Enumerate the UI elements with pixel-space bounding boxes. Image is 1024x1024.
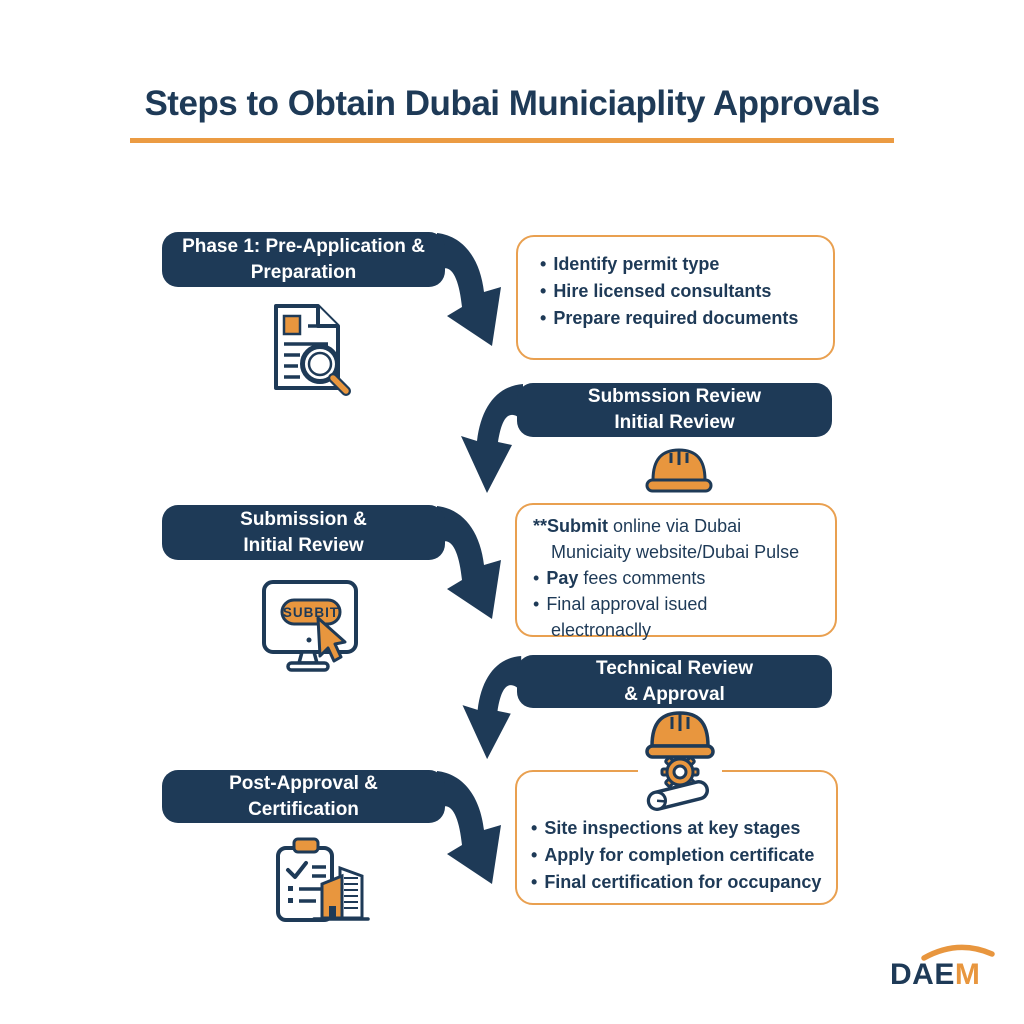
banner-line: Submssion Review xyxy=(587,386,762,407)
bullet-icon: • xyxy=(533,568,540,588)
list-item: • Final certification for occupancy xyxy=(531,869,836,896)
hard-hat-icon xyxy=(645,711,715,759)
list-item-text: Pay xyxy=(546,568,579,588)
computer-submit-icon: SUBBIT xyxy=(262,580,358,672)
banner-line: Certification xyxy=(248,798,359,820)
bullet-icon: • xyxy=(540,254,547,274)
banner-line: Preparation xyxy=(250,261,357,283)
banner-line: Phase 1: Pre-Application & xyxy=(182,235,425,257)
flow-arrow-3 xyxy=(437,506,501,619)
list-item-text: online via Dubai Municiaity website/Duba… xyxy=(551,516,800,562)
logo-swoosh-icon xyxy=(921,944,995,961)
submit-button-label: SUBBIT xyxy=(283,605,339,620)
bullet-icon: • xyxy=(531,872,538,892)
logo-text-dark: DAE xyxy=(890,958,955,991)
submit-button xyxy=(280,598,342,626)
flow-arrow-2 xyxy=(461,384,523,493)
list-item-text: fees comments xyxy=(578,568,706,588)
banner-post-approval: Post-Approval & Certification xyxy=(162,770,445,823)
list-item: • Hire licensed consultants xyxy=(540,278,825,305)
buildings-icon xyxy=(312,865,370,921)
bullet-icon: • xyxy=(531,818,538,838)
bullet-icon: • xyxy=(540,308,547,328)
document-search-icon xyxy=(274,304,351,396)
bullet-icon: • xyxy=(531,845,538,865)
clipboard-building-icon xyxy=(276,837,370,922)
flow-arrow-1 xyxy=(437,233,501,346)
banner-submission-review: Submssion Review Initial Review xyxy=(517,383,832,437)
detail-box-pre-application: • Identify permit type • Hire licensed cons… xyxy=(516,235,835,360)
hard-hat-gear-blueprint-icon xyxy=(638,711,722,811)
logo-text: DAEM xyxy=(890,958,980,992)
flow-arrow-4 xyxy=(462,655,522,760)
banner-line: Post-Approval & xyxy=(229,772,378,794)
gear-icon xyxy=(660,752,700,792)
logo-text-accent: M xyxy=(954,958,981,991)
list-item-text: Hire licensed consultants xyxy=(553,281,772,301)
list-item: • Site inspections at key stages xyxy=(531,815,836,842)
list-item-text: Prepare required documents xyxy=(553,308,799,328)
list-item-text: **Submit xyxy=(533,516,609,536)
list-item-text: Identify permit type xyxy=(553,254,720,274)
list-item: • Identify permit type xyxy=(540,251,825,278)
list-item: • Prepare required documents xyxy=(540,305,825,332)
title-underline xyxy=(130,138,894,143)
banner-phase1-pre-application: Phase 1: Pre-Application & Preparation xyxy=(162,232,445,287)
list-item-text: Apply for completion certificate xyxy=(544,845,815,865)
banner-line: Submission & xyxy=(240,508,367,530)
banner-line: Initial Review xyxy=(614,412,735,433)
hard-hat-icon xyxy=(645,448,713,493)
detail-box-submission: **Submit online via Dubai Municiaity web… xyxy=(515,503,837,640)
cursor-icon xyxy=(316,616,347,663)
page-title: Steps to Obtain Dubai Municiaplity Appro… xyxy=(144,84,880,123)
list-item: **Submit online via Dubai Municiaity web… xyxy=(533,513,829,565)
banner-line: Initial Review xyxy=(243,534,364,556)
list-item: • Pay fees comments xyxy=(533,565,829,591)
banner-technical-review: Technical Review & Approval xyxy=(517,655,832,708)
banner-line: & Approval xyxy=(624,683,725,705)
daem-logo: DAEM xyxy=(890,936,1000,994)
list-item: • Final approval isued electronaclly xyxy=(533,591,829,643)
list-item-text: Site inspections at key stages xyxy=(544,818,801,838)
bullet-icon: • xyxy=(540,281,547,301)
flow-arrow-5 xyxy=(437,771,501,884)
banner-submission-initial-review: Submission & Initial Review xyxy=(162,505,445,560)
checkmark-icon xyxy=(286,861,308,879)
banner-line: Technical Review xyxy=(596,657,753,679)
clip-icon xyxy=(292,837,320,854)
list-item-text: Final approval isued electronaclly xyxy=(546,594,708,640)
bullet-icon: • xyxy=(533,594,540,614)
blueprint-roll-icon xyxy=(646,780,709,811)
list-item-text: Final certification for occupancy xyxy=(544,872,822,892)
list-item: • Apply for completion certificate xyxy=(531,842,836,869)
